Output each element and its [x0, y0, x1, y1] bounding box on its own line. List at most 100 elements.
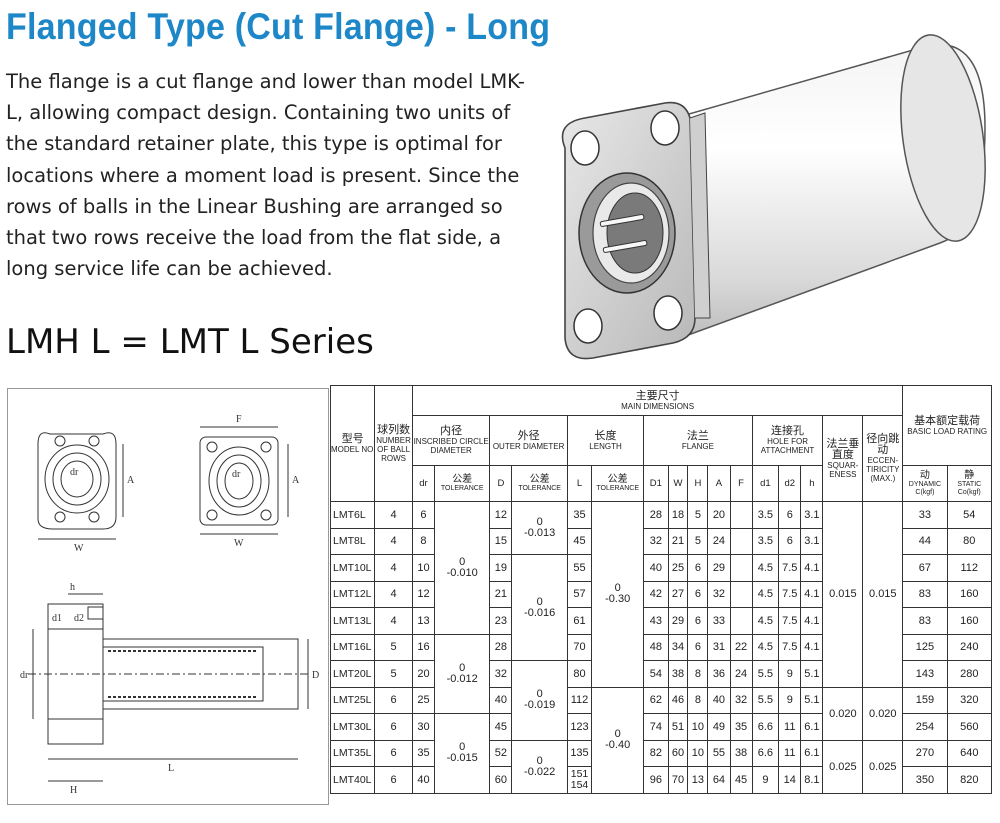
cell-h-flange: 6 [687, 580, 709, 608]
cell-static-load: 240 [946, 633, 993, 661]
cell-dynamic-load: 350 [902, 766, 948, 794]
cell-h-flange: 10 [687, 713, 709, 741]
cell-static-load: 54 [946, 501, 993, 529]
cell-ball-rows: 6 [374, 766, 413, 794]
cell-f: 32 [729, 686, 753, 714]
cell-hole-h: 8.1 [800, 766, 824, 794]
cell-dynamic-load: 254 [902, 713, 948, 741]
cell-eccentricity: 0.020 [862, 686, 904, 741]
hdr-w: W [667, 465, 689, 502]
cell-model: LMT10L [329, 554, 376, 582]
cell-model: LMT20L [329, 660, 376, 688]
cell-static-load: 280 [946, 660, 993, 688]
hdr-h-flange: H [687, 465, 709, 502]
cell-dynamic-load: 159 [902, 686, 948, 714]
cell-hole-d2: 9 [778, 686, 802, 714]
cell-dynamic-load: 83 [902, 607, 948, 635]
cell-hole-d1: 3.5 [751, 527, 780, 555]
cell-dynamic-load: 33 [902, 501, 948, 529]
cell-ball-rows: 6 [374, 713, 413, 741]
cell-outer-d: 60 [489, 766, 513, 794]
cell-a: 55 [707, 739, 731, 767]
cell-hole-h: 3.1 [800, 501, 824, 529]
cell-a: 40 [707, 686, 731, 714]
cell-outer-d: 52 [489, 739, 513, 767]
cell-hole-h: 4.1 [800, 554, 824, 582]
cell-static-load: 640 [946, 739, 993, 767]
cell-ball-rows: 6 [374, 686, 413, 714]
cell-squareness: 0.015 [822, 501, 864, 688]
flanged-bushing-image [561, 34, 986, 360]
cell-hole-d1: 4.5 [751, 607, 780, 635]
cell-d-tolerance: 0-0.019 [511, 660, 568, 741]
cell-length: 55 [566, 554, 593, 582]
cell-h-flange: 8 [687, 686, 709, 714]
cell-hole-d2: 7.5 [778, 580, 802, 608]
cell-eccentricity: 0.015 [862, 501, 904, 688]
cell-hole-d1: 4.5 [751, 554, 780, 582]
cell-hole-h: 6.1 [800, 713, 824, 741]
hdr-d2: d2 [778, 465, 802, 502]
cell-model: LMT25L [329, 686, 376, 714]
cell-hole-h: 3.1 [800, 527, 824, 555]
cell-length: 57 [566, 580, 593, 608]
cell-d1-flange: 74 [643, 713, 669, 741]
cell-f: 22 [729, 633, 753, 661]
cell-dynamic-load: 270 [902, 739, 948, 767]
cell-a: 36 [707, 660, 731, 688]
cell-dr: 20 [411, 660, 436, 688]
cell-dr-tolerance: 0-0.010 [434, 501, 491, 635]
product-description: The flange is a cut flange and lower tha… [6, 70, 525, 281]
cell-l-tolerance: 0-0.40 [591, 686, 645, 794]
hdr-d1: d1 [751, 465, 780, 502]
cell-w: 60 [667, 739, 689, 767]
cell-outer-d: 40 [489, 686, 513, 714]
cell-length: 45 [566, 527, 593, 555]
cell-hole-d1: 9 [751, 766, 780, 794]
cell-w: 34 [667, 633, 689, 661]
cell-length: 135 [566, 739, 593, 767]
cell-hole-h: 5.1 [800, 660, 824, 688]
cell-d-tolerance: 0-0.013 [511, 501, 568, 555]
hdr-d: D [489, 465, 513, 502]
cell-ball-rows: 4 [374, 501, 413, 529]
cell-d1-flange: 42 [643, 580, 669, 608]
cell-static-load: 80 [946, 527, 993, 555]
cell-ball-rows: 4 [374, 580, 413, 608]
cell-f [729, 501, 753, 529]
cell-static-load: 560 [946, 713, 993, 741]
cell-hole-d1: 6.6 [751, 713, 780, 741]
cell-static-load: 112 [946, 554, 993, 582]
drawing-label-dr-side: dr [20, 670, 29, 681]
drawing-label-side-a: A [292, 475, 300, 486]
cell-dr: 40 [411, 766, 436, 794]
cell-hole-d1: 3.5 [751, 501, 780, 529]
drawing-label-l: L [168, 763, 174, 774]
cell-hole-d2: 6 [778, 501, 802, 529]
cell-w: 25 [667, 554, 689, 582]
cell-dr-tolerance: 0-0.015 [434, 713, 491, 794]
cell-w: 18 [667, 501, 689, 529]
cell-length: 35 [566, 501, 593, 529]
drawing-label-dr: dr [70, 467, 79, 478]
cell-d1-flange: 62 [643, 686, 669, 714]
cell-dr: 35 [411, 739, 436, 767]
cell-hole-d1: 5.5 [751, 686, 780, 714]
cell-w: 51 [667, 713, 689, 741]
drawing-label-d2: d2 [74, 613, 84, 624]
cell-f: 45 [729, 766, 753, 794]
cell-model: LMT16L [329, 633, 376, 661]
